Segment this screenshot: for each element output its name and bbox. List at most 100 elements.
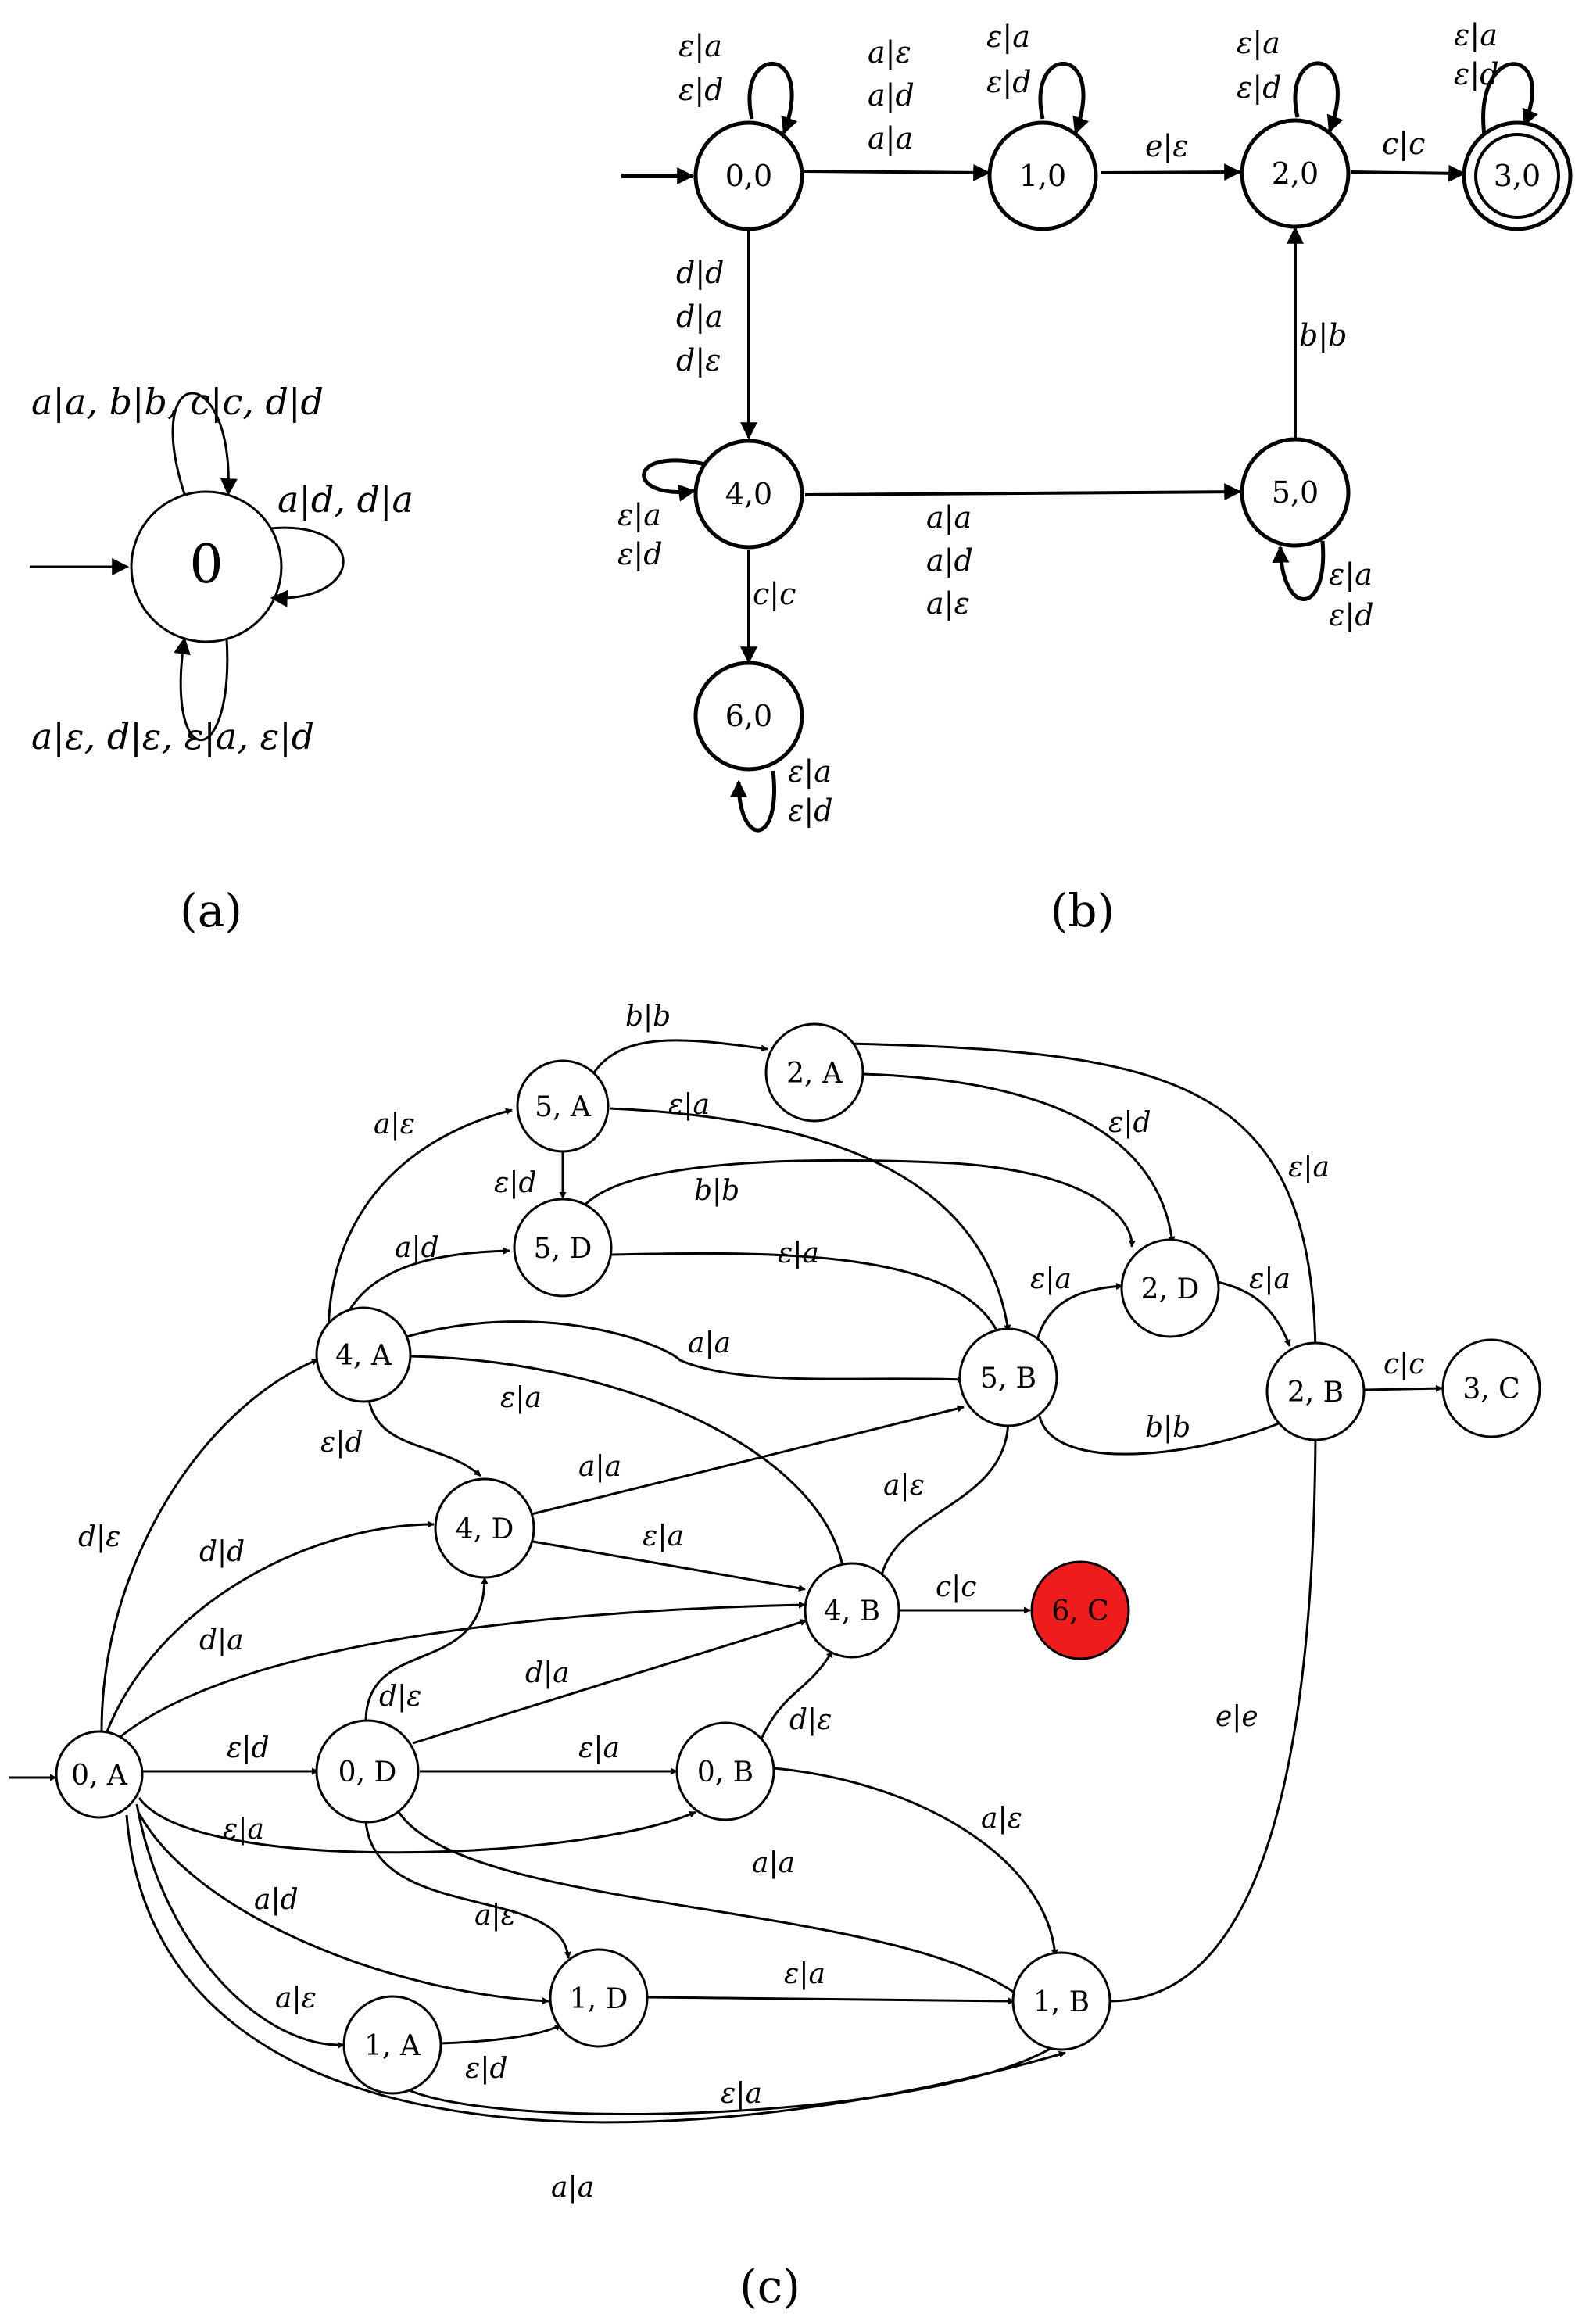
label-c-1D-1B: ε|a xyxy=(784,1958,825,1990)
label-b-00-40-1: d|d xyxy=(676,256,724,290)
state-b-50 xyxy=(1240,437,1351,548)
label-c-4B-6C: c|c xyxy=(936,1571,976,1603)
state-b-20 xyxy=(1240,118,1351,229)
state-0-label: 0 xyxy=(189,534,223,596)
state-c-0A-label: 0, A xyxy=(71,1760,128,1792)
label-b-00-10-3: a|a xyxy=(868,121,913,156)
edge-b-20-30 xyxy=(1350,164,1466,182)
state-b-10 xyxy=(987,120,1098,231)
state-c-5A-label: 5, A xyxy=(535,1091,592,1123)
label-b-loop-50-1: ε|a xyxy=(1329,557,1373,592)
label-c-0A-1D: a|d xyxy=(254,1884,299,1916)
edge-c-0A-1A xyxy=(135,1803,345,2049)
state-0 xyxy=(130,490,283,643)
state-c-4D xyxy=(434,1477,535,1579)
loop-b-40 xyxy=(642,458,706,502)
state-c-3C-label: 3, C xyxy=(1462,1373,1520,1406)
label-c-0A-4B: d|a xyxy=(199,1624,244,1656)
label-b-loop-20-2: ε|d xyxy=(1237,70,1282,105)
label-c-0D-1D: a|ε xyxy=(474,1900,516,1932)
label-b-loop-00-2: ε|d xyxy=(678,73,724,107)
edge-c-1D-1B xyxy=(646,1996,1015,2005)
label-b-40-50-1: a|a xyxy=(926,500,972,535)
state-b-30-label: 3,0 xyxy=(1494,159,1541,193)
caption-a: (a) xyxy=(180,884,242,937)
edge-c-0A-4A xyxy=(100,1358,319,1731)
edge-b-10-20 xyxy=(1100,163,1242,181)
edge-c-0A-4B xyxy=(116,1601,806,1741)
edge-c-0D-1D xyxy=(364,1821,571,1959)
label-c-0D-4D: d|ε xyxy=(379,1681,422,1713)
label-c-2A-2B: ε|a xyxy=(1288,1151,1330,1183)
label-c-2B-3C: c|c xyxy=(1383,1348,1424,1380)
state-c-4A-label: 4, A xyxy=(335,1340,392,1372)
label-b-loop-60-2: ε|d xyxy=(788,793,833,828)
edge-c-0A-1D xyxy=(138,1813,549,2005)
state-c-2D xyxy=(1120,1238,1220,1338)
state-c-2B-label: 2, B xyxy=(1287,1377,1344,1409)
label-c-5B-2B: b|b xyxy=(1145,1412,1190,1444)
label-c-0D-0B: ε|a xyxy=(578,1732,620,1764)
label-c-5B-2D: ε|a xyxy=(1030,1263,1072,1295)
loop-b-20 xyxy=(1293,61,1344,134)
edge-c-1A-1B xyxy=(391,2040,1062,2116)
label-b-loop-30-1: ε|a xyxy=(1454,18,1498,52)
label-c-5A-5D: ε|d xyxy=(494,1167,537,1199)
edge-c-2A-2B xyxy=(847,1042,1319,1355)
state-b-20-label: 2,0 xyxy=(1272,156,1319,191)
edge-c-4D-5B xyxy=(531,1405,965,1516)
edge-c-1B-2B xyxy=(1109,1434,1319,2003)
label-c-5A-5B: ε|a xyxy=(668,1089,710,1121)
state-b-00-label: 0,0 xyxy=(725,159,772,193)
state-b-10-label: 1,0 xyxy=(1019,159,1066,193)
label-c-0B-4B: d|ε xyxy=(789,1704,832,1736)
edge-c-4A-5A xyxy=(327,1108,513,1337)
state-c-2A xyxy=(764,1022,864,1123)
edge-c-5B-2D xyxy=(1035,1283,1123,1344)
label-c-4A-5B: a|a xyxy=(688,1327,731,1359)
edge-b-40-50 xyxy=(804,483,1242,501)
state-b-60-label: 6,0 xyxy=(725,699,772,733)
edge-c-4A-5B xyxy=(406,1320,965,1384)
panel-a: 0 a|a, b|b, c|c, d|d a|d, d|a a|ε, d|ε, … xyxy=(30,381,413,937)
loop-b-60 xyxy=(730,770,776,833)
label-b-20-30: c|c xyxy=(1382,127,1425,161)
state-c-1D xyxy=(549,1948,649,2048)
label-c-0A-4A: d|ε xyxy=(78,1521,121,1553)
label-b-loop-20-1: ε|a xyxy=(1237,26,1280,60)
label-b-loop-40-1: ε|a xyxy=(617,498,661,532)
label-b-loop-60-1: ε|a xyxy=(788,754,832,789)
panel-c: 0, A 0, D 0, B 1, A 1, D 1, B 4, A 4, D … xyxy=(9,1001,1541,2313)
label-b-00-10-2: a|d xyxy=(868,78,915,113)
state-c-0B xyxy=(675,1721,775,1821)
state-c-0D-label: 0, D xyxy=(338,1756,397,1789)
state-b-40-label: 4,0 xyxy=(725,477,772,511)
label-b-40-60: c|c xyxy=(753,577,796,611)
state-c-0D xyxy=(315,1719,420,1824)
edge-c-1A-1D xyxy=(439,2023,562,2045)
edge-c-0A-0B xyxy=(138,1797,696,1854)
edge-c-4D-4B xyxy=(532,1540,806,1592)
label-c-0A-1A: a|ε xyxy=(275,1982,317,2014)
state-c-0A xyxy=(55,1730,144,1819)
state-b-60 xyxy=(693,661,804,772)
label-c-0A-1B: a|a xyxy=(551,2172,594,2204)
edge-c-4B-5B xyxy=(880,1418,1012,1576)
label-c-0D-1B: a|a xyxy=(752,1847,795,1879)
state-c-5A xyxy=(516,1059,610,1153)
label-c-0D-4B: d|a xyxy=(525,1657,570,1689)
state-c-4B xyxy=(804,1562,900,1659)
state-c-6C-label: 6, C xyxy=(1051,1595,1108,1628)
label-c-5D-5B: ε|a xyxy=(778,1237,819,1269)
state-c-5D-label: 5, D xyxy=(534,1233,592,1265)
loop-right-a xyxy=(270,526,345,607)
label-b-40-50-3: a|ε xyxy=(926,586,970,621)
state-c-5D xyxy=(513,1198,613,1298)
state-b-00 xyxy=(693,120,804,231)
state-b-40 xyxy=(693,439,804,550)
state-c-5B xyxy=(958,1327,1058,1427)
state-c-0B-label: 0, B xyxy=(697,1756,753,1789)
label-c-4A-4B: ε|a xyxy=(500,1382,542,1414)
label-c-4A-5D: a|d xyxy=(395,1232,439,1264)
